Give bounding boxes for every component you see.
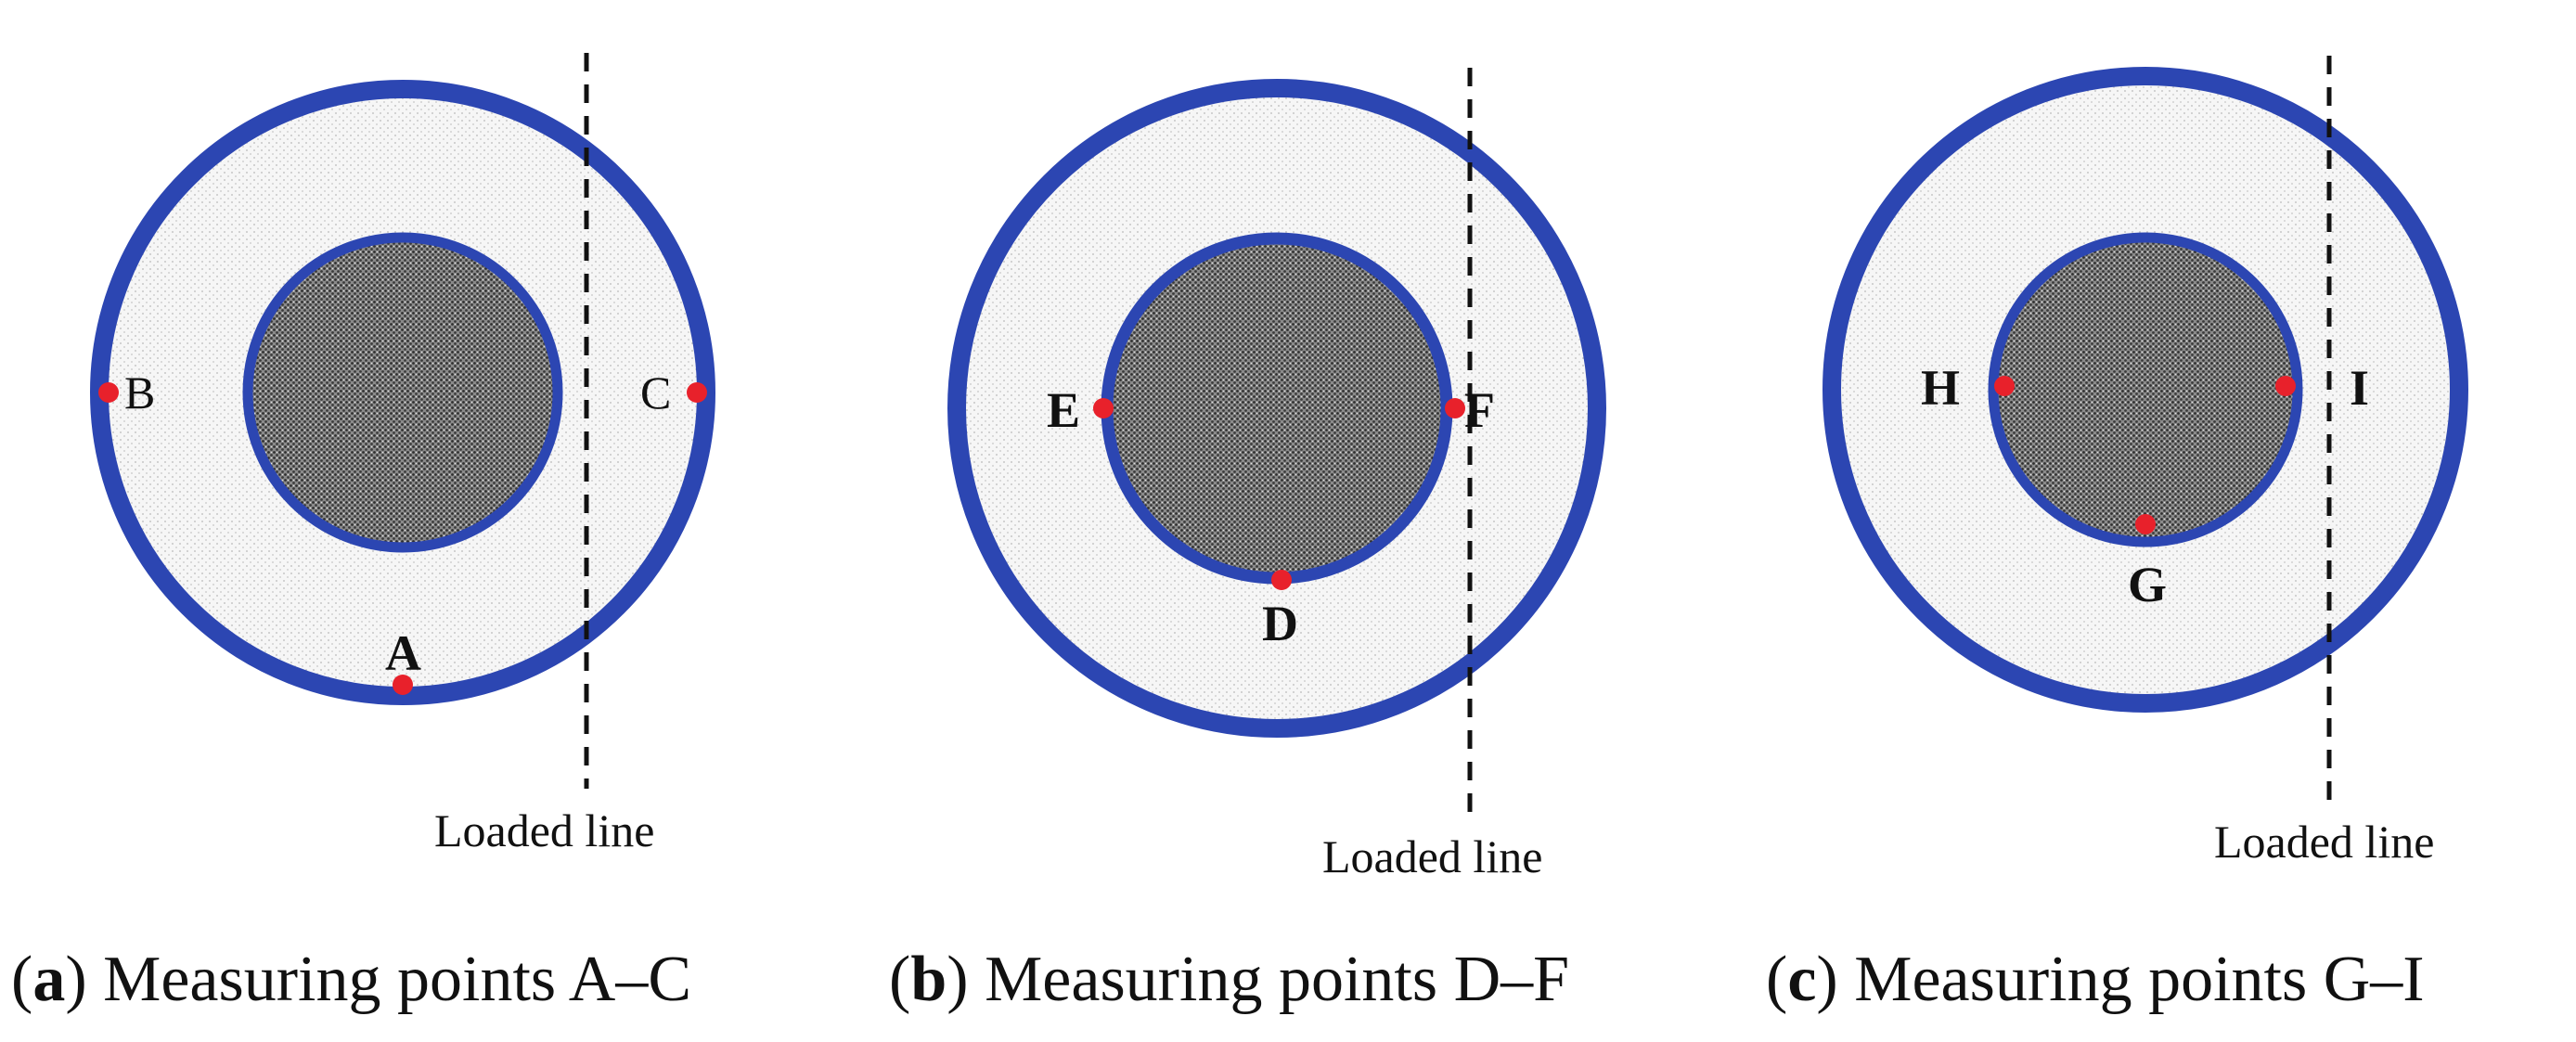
caption-letter: c: [1787, 944, 1816, 1015]
caption-letter: b: [910, 944, 947, 1015]
point-label-a: A: [385, 625, 421, 681]
caption-text: Measuring points A–C: [103, 944, 691, 1015]
point-label-g: G: [2128, 557, 2167, 612]
caption-b: (b) Measuring points D–F: [889, 944, 1569, 1015]
caption-close: ): [1816, 944, 1854, 1015]
measuring-point-g: [2135, 514, 2156, 534]
caption-letter: a: [32, 944, 65, 1015]
point-label-c: C: [640, 367, 671, 418]
loaded-line-label: Loaded line: [434, 804, 654, 856]
measuring-point-i: [2275, 376, 2296, 396]
measuring-point-a: [393, 675, 413, 695]
caption-close: ): [65, 944, 103, 1015]
measuring-point-b: [98, 382, 119, 403]
measuring-point-e: [1093, 398, 1114, 418]
point-label-d: D: [1262, 596, 1298, 651]
caption-close: ): [947, 944, 985, 1015]
point-label-f: F: [1464, 382, 1495, 438]
point-label-b: B: [124, 367, 155, 418]
caption-a: (a) Measuring points A–C: [11, 944, 691, 1015]
inner-core: [1101, 232, 1453, 585]
inner-core: [242, 232, 563, 553]
panel-a: Loaded line A B C (a) Measuring points A…: [11, 53, 715, 1015]
measuring-point-d: [1271, 570, 1292, 590]
inner-core: [1988, 232, 2303, 547]
caption-open: (: [11, 944, 32, 1015]
caption-open: (: [1766, 944, 1787, 1015]
loaded-line-label: Loaded line: [1322, 830, 1542, 882]
point-label-h: H: [1921, 360, 1960, 416]
measuring-point-h: [1994, 376, 2015, 396]
caption-text: Measuring points D–F: [985, 944, 1569, 1015]
point-label-i: I: [2350, 360, 2369, 416]
panel-c: Loaded line G H I (c) Measuring points G…: [1766, 56, 2468, 1015]
caption-c: (c) Measuring points G–I: [1766, 944, 2425, 1015]
measuring-point-f: [1445, 398, 1465, 418]
caption-text: Measuring points G–I: [1854, 944, 2424, 1015]
loaded-line-label: Loaded line: [2214, 816, 2434, 868]
panel-b: Loaded line D E F (b) Measuring points D…: [889, 68, 1606, 1015]
caption-open: (: [889, 944, 910, 1015]
point-label-e: E: [1047, 382, 1080, 438]
measuring-point-c: [687, 382, 707, 403]
